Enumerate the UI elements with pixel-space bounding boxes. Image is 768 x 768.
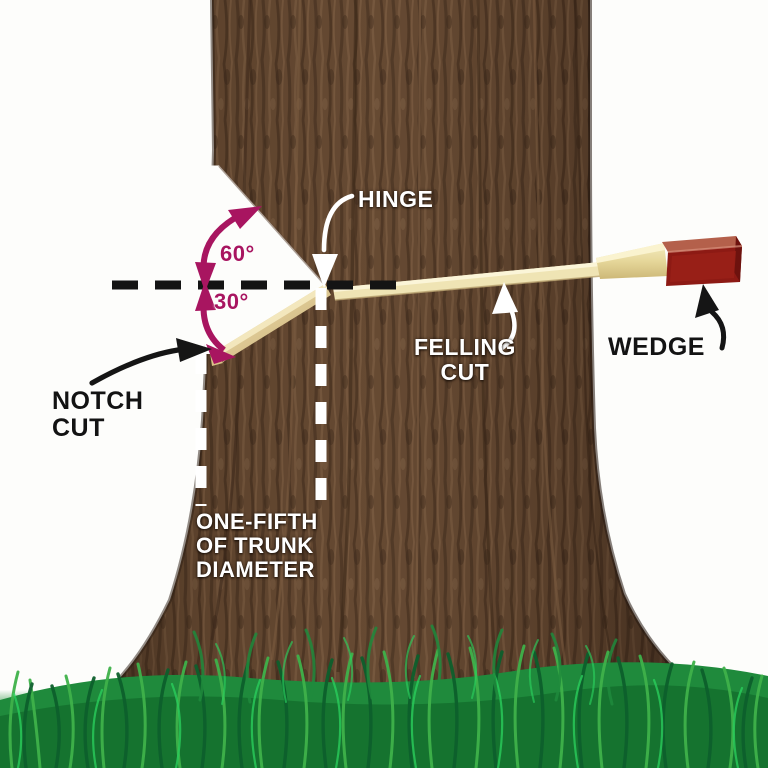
notch-cut-leader-arrow (89, 338, 212, 386)
hinge-leader-arrow (312, 193, 355, 288)
grass-ground (0, 624, 768, 768)
felling-wedge (596, 236, 743, 286)
angle-indicators (195, 206, 262, 364)
tree-trunk (102, 0, 706, 696)
wedge-leader-arrow (695, 284, 727, 351)
angle-30-arrowhead-lower (206, 344, 236, 364)
angle-60-arrowhead-lower (195, 262, 216, 292)
felling-cut-leader-arrow (492, 282, 518, 351)
depth-measure-dashed-lines (195, 288, 327, 506)
angle-30-arrowhead-upper (195, 281, 216, 311)
wedge-top-face (662, 236, 742, 252)
angle-60-arrowhead-upper (228, 206, 262, 229)
felling-cut-kerf (333, 262, 603, 301)
